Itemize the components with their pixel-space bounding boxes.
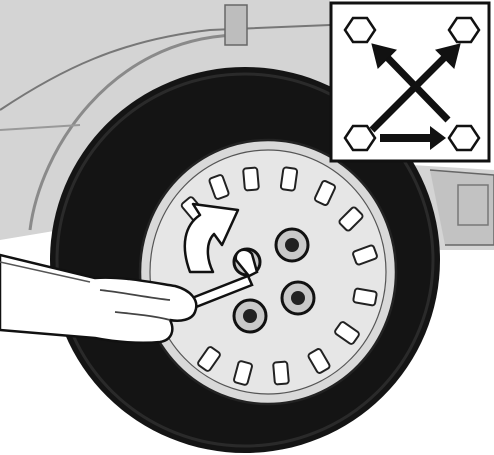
tightening-sequence-inset xyxy=(331,3,489,161)
wheel-cover-icon xyxy=(140,140,396,404)
